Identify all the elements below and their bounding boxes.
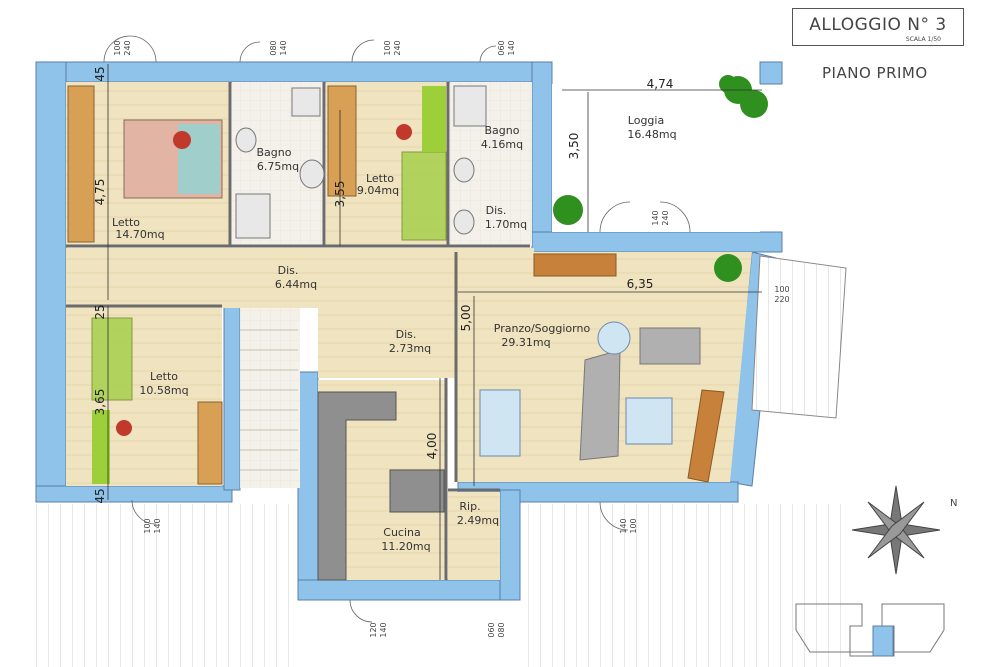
room-name: Cucina [383, 526, 420, 539]
dim-label: 4,75 [93, 179, 107, 206]
room-area: 14.70mq [115, 228, 164, 241]
room-name: Pranzo/Soggiorno [494, 322, 591, 335]
opening-label: 140 [153, 518, 162, 533]
room-name: Dis. [486, 204, 507, 217]
dim-label: 4,00 [425, 433, 439, 460]
opening-label: 120 [369, 622, 378, 637]
terraces [36, 255, 847, 667]
room-name: Rip. [459, 500, 480, 513]
room-name: Bagno [485, 124, 520, 137]
opening-label: 240 [661, 210, 670, 225]
floor-label: PIANO PRIMO [822, 64, 928, 82]
dimension-labels: 45 4,75 25 3,65 45 3,55 4,74 3,50 6,35 5… [93, 66, 673, 503]
page-title: ALLOGGIO N° 3 [809, 15, 947, 35]
opening-label: 100 [629, 518, 638, 533]
room-area: 29.31mq [501, 336, 550, 349]
dim-label: 25 [93, 304, 107, 319]
dim-label: 4,74 [647, 77, 674, 91]
room-name: Letto [112, 216, 140, 229]
dim-label: 45 [93, 66, 107, 81]
dim-label: 3,65 [93, 389, 107, 416]
compass-icon: N [851, 485, 957, 575]
opening-label: 140 [379, 622, 388, 637]
dim-label: 5,00 [459, 305, 473, 332]
room-area: 6.44mq [275, 278, 317, 291]
dim-label: 3,55 [333, 181, 347, 208]
room-area: 16.48mq [627, 128, 676, 141]
opening-label: 100 [113, 40, 122, 55]
door-swings [103, 35, 691, 623]
compass-label: N [950, 498, 957, 509]
room-name: Dis. [278, 264, 299, 277]
opening-label: 100 [383, 40, 392, 55]
opening-label: 140 [507, 40, 516, 55]
opening-label: 140 [651, 210, 660, 225]
dim-label: 3,50 [567, 133, 581, 160]
opening-labels: 100 240 080 140 100 240 060 140 140 240 … [113, 40, 790, 637]
plants [553, 75, 768, 282]
opening-label: 240 [123, 40, 132, 55]
walls [35, 61, 783, 601]
opening-label: 140 [619, 518, 628, 533]
room-area: 10.58mq [139, 384, 188, 397]
room-area: 1.70mq [485, 218, 527, 231]
opening-label: 240 [393, 40, 402, 55]
room-labels: Letto 14.70mq Bagno 6.75mq Letto 9.04mq … [112, 114, 677, 553]
opening-label: 220 [774, 295, 789, 304]
title-box: ALLOGGIO N° 3 SCALA 1/50 [792, 8, 964, 46]
opening-label: 060 [497, 40, 506, 55]
key-plan [795, 603, 945, 657]
room-name: Bagno [257, 146, 292, 159]
partitions [66, 82, 530, 580]
opening-label: 080 [497, 622, 506, 637]
room-name: Letto [150, 370, 178, 383]
opening-label: 060 [487, 622, 496, 637]
scale-label: SCALA 1/50 [905, 36, 941, 43]
opening-label: 100 [143, 518, 152, 533]
opening-label: 140 [279, 40, 288, 55]
room-area: 6.75mq [257, 160, 299, 173]
room-area: 11.20mq [381, 540, 430, 553]
dimension-lines [107, 64, 762, 580]
room-area: 2.73mq [389, 342, 431, 355]
dim-label: 45 [93, 488, 107, 503]
room-area: 4.16mq [481, 138, 523, 151]
room-area: 2.49mq [457, 514, 499, 527]
room-name: Dis. [396, 328, 417, 341]
opening-label: 080 [269, 40, 278, 55]
room-area: 9.04mq [357, 184, 399, 197]
furniture [67, 85, 725, 581]
dim-label: 6,35 [627, 277, 654, 291]
room-name: Loggia [628, 114, 664, 127]
opening-label: 100 [774, 285, 789, 294]
room-name: Letto [366, 172, 394, 185]
